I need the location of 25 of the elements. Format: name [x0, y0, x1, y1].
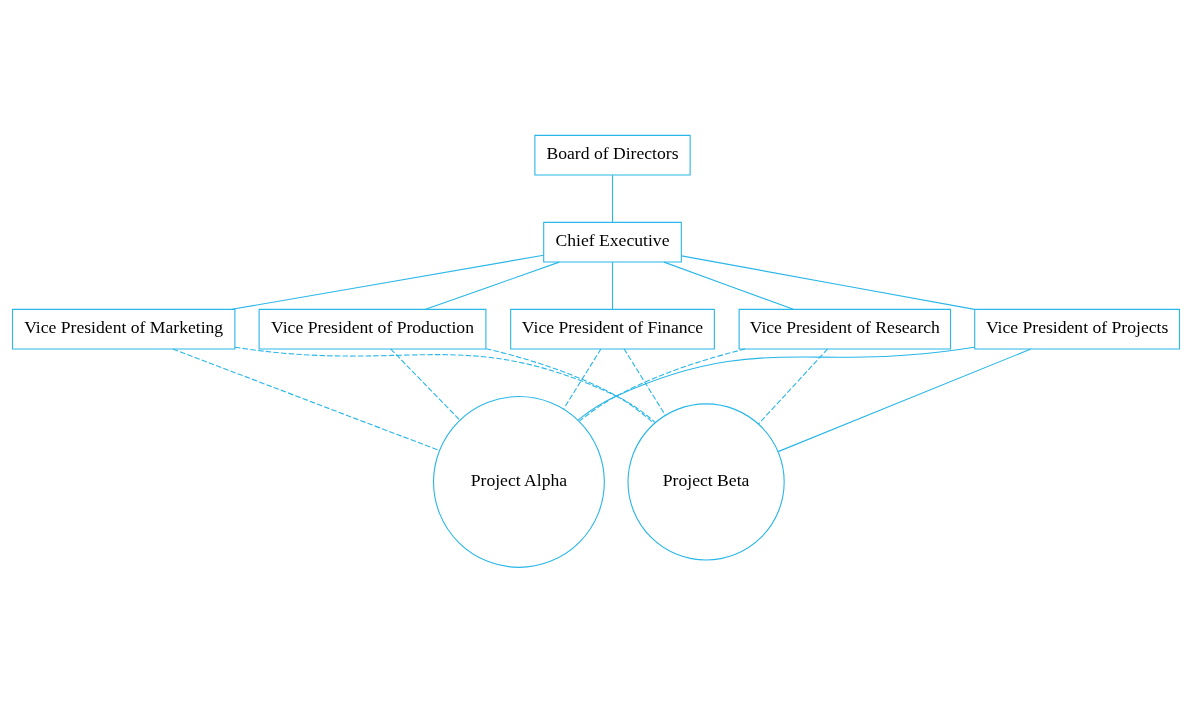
connector: [390, 347, 461, 420]
connector: [485, 347, 655, 424]
connector: [425, 261, 560, 310]
node-box: Vice President of Marketing: [11, 308, 236, 350]
node-box: Vice President of Production: [258, 308, 487, 350]
connector: [563, 347, 602, 409]
connector: [231, 254, 545, 310]
connector: [623, 347, 666, 416]
node-box: Vice President of Finance: [510, 308, 715, 350]
connector: [681, 254, 976, 310]
node-box: Board of Directors: [534, 134, 691, 176]
connector: [577, 346, 975, 420]
connector: [234, 346, 656, 423]
node-circle: Project Beta: [627, 402, 785, 561]
node-circle: Project Alpha: [433, 395, 605, 568]
connector: [777, 347, 1032, 452]
node-box: Vice President of Projects: [974, 308, 1181, 350]
connector: [172, 347, 440, 451]
connector: [611, 261, 614, 310]
node-box: Chief Executive: [543, 221, 682, 263]
connector: [611, 174, 614, 223]
connector: [757, 347, 829, 425]
connector: [663, 261, 794, 310]
connector: [578, 347, 746, 422]
node-box: Vice President of Research: [738, 308, 952, 350]
